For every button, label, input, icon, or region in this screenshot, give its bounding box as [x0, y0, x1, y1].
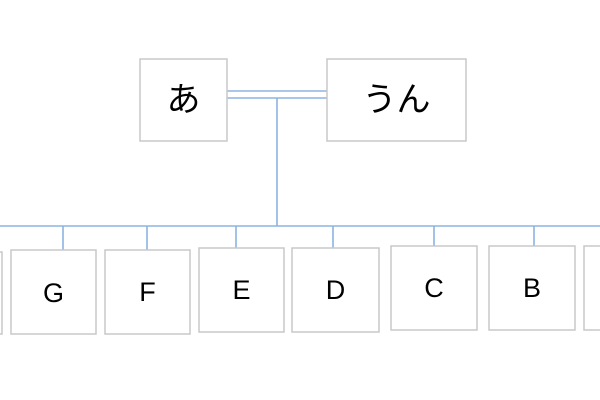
child-node-d-box [291, 247, 380, 333]
top-node-un: うん [326, 58, 467, 142]
child-node-g-box [10, 249, 97, 335]
child-node-e: E [198, 247, 285, 333]
top-node-a: あ [139, 58, 228, 142]
top-node-un-box [326, 58, 467, 142]
child-node-f-box [104, 249, 191, 335]
child-node-b-label: B [523, 273, 541, 303]
child-node-c: C [390, 245, 478, 331]
child-node-b-box [488, 245, 576, 331]
child-node-d: D [291, 247, 380, 333]
child-node-c-box [390, 245, 478, 331]
child-node-g-label: G [43, 278, 64, 308]
child-node-e-box [198, 247, 285, 333]
child-node-d-label: D [326, 275, 346, 305]
child-node-g: G [10, 249, 97, 335]
child-node-e-label: E [232, 275, 250, 305]
child-node-cropped-left-box [0, 251, 3, 335]
child-node-f: F [104, 249, 191, 335]
child-node-b: B [488, 245, 576, 331]
child-node-cropped-left [0, 251, 3, 335]
child-node-f-label: F [139, 277, 156, 307]
top-node-a-label: あ [167, 80, 201, 120]
child-node-c-label: C [424, 273, 444, 303]
child-node-cropped-right [583, 245, 600, 331]
top-node-a-box [139, 58, 228, 142]
top-node-un-label: うん [363, 80, 431, 120]
child-node-cropped-right-box [583, 245, 600, 331]
